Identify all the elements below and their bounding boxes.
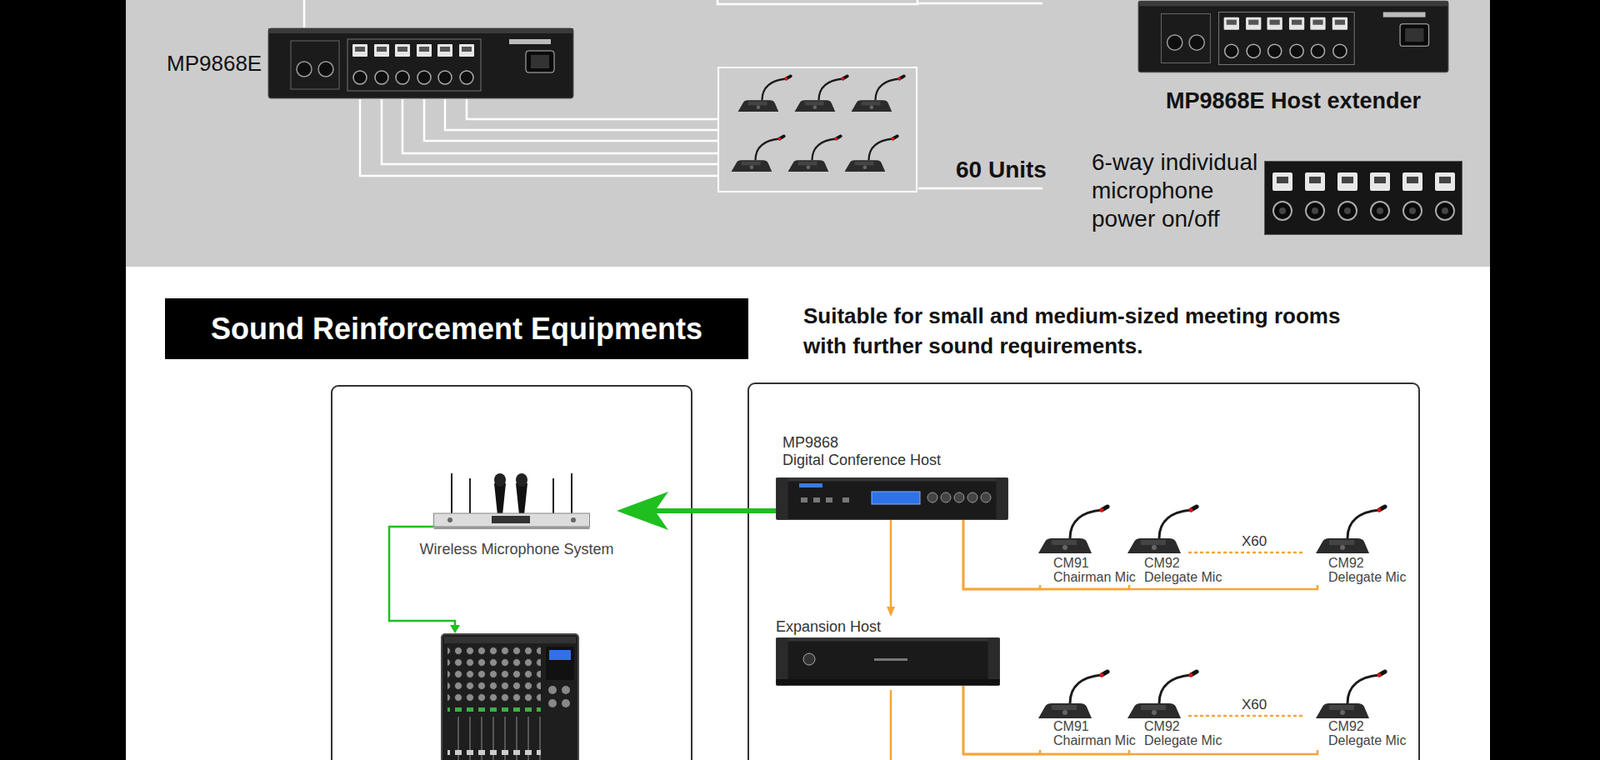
device-node: MP9868E Host extender	[1137, 0, 1450, 117]
signal-connector	[635, 508, 776, 514]
microphone-icon	[1127, 671, 1197, 719]
group-outline	[748, 383, 1420, 760]
model-label: Delegate Mic	[1328, 570, 1406, 585]
cable	[303, 0, 306, 28]
microphone-unit: CM91Chairman Mic	[1033, 668, 1139, 750]
device-node: MP9868E	[163, 27, 575, 100]
bottom-panel	[125, 266, 1490, 760]
microphone-icon	[788, 135, 841, 172]
cascade-cable	[890, 690, 893, 760]
microphone-icon	[738, 75, 791, 112]
model-label: Delegate Mic	[1144, 733, 1222, 748]
model-label: Chairman Mic	[1053, 570, 1136, 585]
quantity-label: X60	[1241, 533, 1267, 550]
microphone-icon	[1127, 506, 1197, 554]
audio-cable	[466, 99, 718, 120]
leader-line	[918, 187, 1043, 190]
arrow-head	[450, 625, 460, 634]
top-panel	[125, 0, 1490, 267]
signal-connector	[890, 520, 893, 610]
model-label: Delegate Mic	[1144, 570, 1222, 585]
section-heading: Sound Reinforcement Equipments	[210, 311, 703, 347]
host-extender-device	[1138, 0, 1449, 72]
dotted-continuation	[1189, 551, 1306, 555]
signal-connector	[963, 520, 1040, 590]
model-label: CM91	[1053, 555, 1090, 570]
group-outline	[331, 385, 692, 760]
microphone-icon	[1038, 506, 1108, 554]
microphone-icon	[851, 75, 905, 112]
signal-connector	[963, 520, 1318, 590]
model-label: CM92	[1144, 555, 1180, 570]
microphone-group-box: 60 Units	[717, 66, 918, 193]
host-extender-device	[268, 28, 574, 99]
audio-cable	[402, 99, 718, 154]
expansion-host-device	[776, 638, 1000, 686]
model-label: Delegate Mic	[1328, 733, 1406, 748]
microphone-icon	[731, 135, 785, 172]
model-label: Chairman Mic	[1053, 733, 1136, 748]
device-label: MP9868	[782, 434, 839, 452]
microphone-unit: CM91Chairman Mic	[1033, 503, 1139, 585]
leader-line	[917, 2, 1043, 5]
microphone-unit: CM92Delegate Mic	[1310, 668, 1414, 750]
microphone-unit: CM92Delegate Mic	[1122, 503, 1230, 585]
device-node: 6-way individual microphone power on/off	[1087, 148, 1467, 234]
model-label: CM92	[1328, 555, 1365, 570]
model-label: CM92	[1144, 719, 1180, 734]
conference-host-device	[776, 478, 1009, 520]
device-label: MP9868E Host extender	[1165, 87, 1421, 115]
section-heading-bar: Sound Reinforcement Equipments	[165, 298, 749, 360]
microphone-icon	[1315, 506, 1385, 554]
audio-cable	[424, 99, 718, 141]
microphone-icon	[1038, 671, 1108, 719]
audio-cable	[381, 99, 718, 165]
model-label: CM92	[1328, 719, 1365, 734]
device-node: Wireless Microphone System	[416, 468, 617, 562]
device-label: Wireless Microphone System	[419, 540, 614, 559]
dotted-continuation	[1189, 715, 1306, 718]
quantity-label: X60	[1241, 696, 1267, 713]
microphone-unit: CM92Delegate Mic	[1122, 668, 1230, 750]
device-node: MP9868Digital Conference Host	[775, 431, 1009, 520]
connector-layer	[360, 99, 1318, 755]
audio-mixer	[441, 634, 579, 760]
device-node: Expansion Host	[775, 616, 1000, 686]
model-label: CM91	[1053, 719, 1090, 734]
microphone-icon	[845, 135, 898, 172]
device-label: Expansion Host	[775, 617, 881, 636]
signal-connector	[963, 685, 1040, 755]
group-frame	[717, 0, 918, 5]
microphone-icon	[795, 75, 848, 112]
feature-label: 6-way individual microphone power on/off	[1091, 148, 1263, 234]
switch-panel	[1265, 161, 1463, 235]
audio-cable	[360, 99, 718, 176]
device-label: Digital Conference Host	[782, 451, 941, 470]
subtitle-note: Suitable for small and medium-sized meet…	[803, 300, 1362, 361]
microphone-unit: CM92Delegate Mic	[1310, 503, 1414, 585]
wireless-receiver	[434, 473, 590, 530]
microphone-icon	[1315, 671, 1385, 719]
quantity-label: 60 Units	[955, 156, 1047, 184]
signal-connector	[963, 685, 1318, 755]
audio-cable	[445, 99, 718, 130]
device-label: MP9868E	[166, 50, 262, 77]
